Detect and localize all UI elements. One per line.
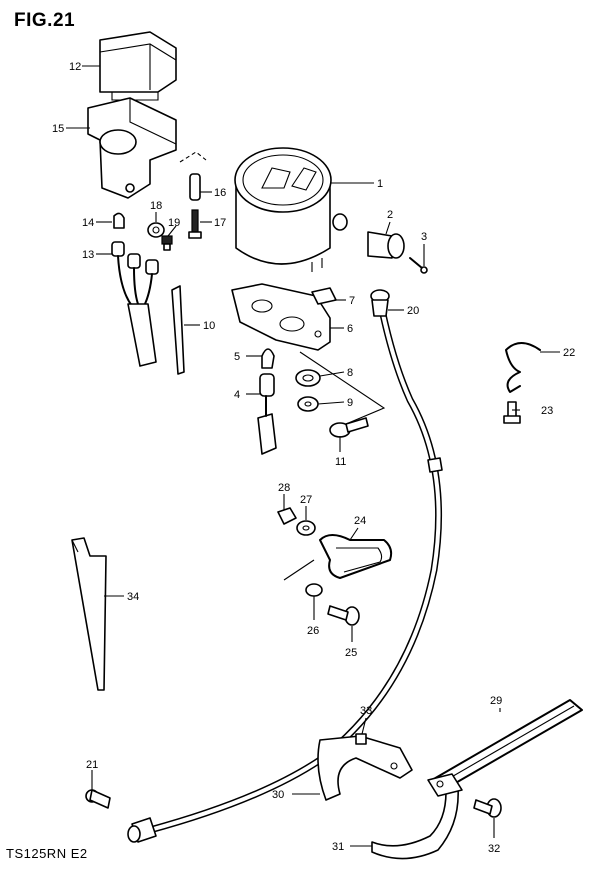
callout-11: 11	[335, 456, 346, 468]
callout-6: 6	[347, 323, 353, 335]
callout-28: 28	[278, 482, 290, 494]
callout-20: 20	[407, 305, 419, 317]
part-23-bolt	[503, 401, 521, 424]
figure-title: FIG.21	[14, 10, 76, 31]
part-6-bracket	[231, 283, 331, 351]
part-17-screw	[188, 209, 202, 239]
callout-1: 1	[377, 178, 383, 190]
callout-17: 17	[214, 217, 226, 229]
part-30-clamp	[317, 735, 413, 801]
callout-23: 23	[541, 405, 553, 417]
callout-10: 10	[203, 320, 215, 332]
callout-31: 31	[332, 841, 344, 853]
part-14-bulb	[113, 212, 125, 229]
callout-27: 27	[300, 494, 312, 506]
part-5-bulb	[261, 348, 275, 369]
part-24-guide	[319, 534, 393, 579]
callout-9: 9	[347, 397, 353, 409]
model-code: TS125RN E2	[6, 846, 88, 861]
callout-labels: 12 15 16 17 18 19 14 13 10 1 2 3 20 7 6 …	[52, 61, 575, 855]
part-11-bolt	[329, 417, 369, 438]
part-33-bolt	[355, 733, 367, 745]
part-26-washer	[305, 583, 323, 597]
callout-4: 4	[234, 389, 240, 401]
part-8-grommet	[295, 369, 321, 387]
part-10-tie	[171, 285, 185, 375]
part-13-harness	[111, 241, 159, 367]
part-25-screw	[327, 605, 360, 626]
part-4-socket	[257, 373, 277, 455]
part-15-housing	[87, 97, 177, 199]
callout-2: 2	[387, 209, 393, 221]
callout-25: 25	[345, 647, 357, 659]
part-31-clamp	[371, 773, 463, 860]
callout-33: 33	[360, 705, 372, 717]
callout-22: 22	[563, 347, 575, 359]
callout-15: 15	[52, 123, 64, 135]
part-22-clip	[505, 342, 541, 393]
part-34-tie	[71, 537, 107, 691]
callout-21: 21	[86, 759, 98, 771]
callout-24: 24	[354, 515, 366, 527]
part-21-bolt	[85, 789, 111, 809]
callout-34: 34	[127, 591, 139, 603]
part-27-washer	[296, 520, 316, 536]
callout-18: 18	[150, 200, 162, 212]
part-9-washer	[297, 396, 319, 412]
leader-lines	[66, 65, 560, 847]
callout-3: 3	[421, 231, 427, 243]
callout-13: 13	[82, 249, 94, 261]
callout-7: 7	[349, 295, 355, 307]
callout-14: 14	[82, 217, 94, 229]
part-19-bolt	[161, 235, 173, 251]
part-32-screw	[473, 798, 502, 818]
part-1-speedometer	[234, 147, 348, 272]
part-20-cable	[127, 289, 443, 843]
callout-16: 16	[214, 187, 226, 199]
callout-26: 26	[307, 625, 319, 637]
callout-30: 30	[272, 789, 284, 801]
callout-19: 19	[168, 217, 180, 229]
callout-29: 29	[490, 695, 502, 707]
callout-8: 8	[347, 367, 353, 379]
part-12-cover	[99, 31, 177, 101]
callout-32: 32	[488, 843, 500, 855]
part-3-screw	[409, 257, 428, 274]
callout-12: 12	[69, 61, 81, 73]
part-16-socket	[179, 151, 207, 201]
callout-5: 5	[234, 351, 240, 363]
part-18-grommet	[147, 222, 165, 238]
part-2-knob	[367, 231, 405, 259]
part-28-nut	[277, 507, 297, 525]
